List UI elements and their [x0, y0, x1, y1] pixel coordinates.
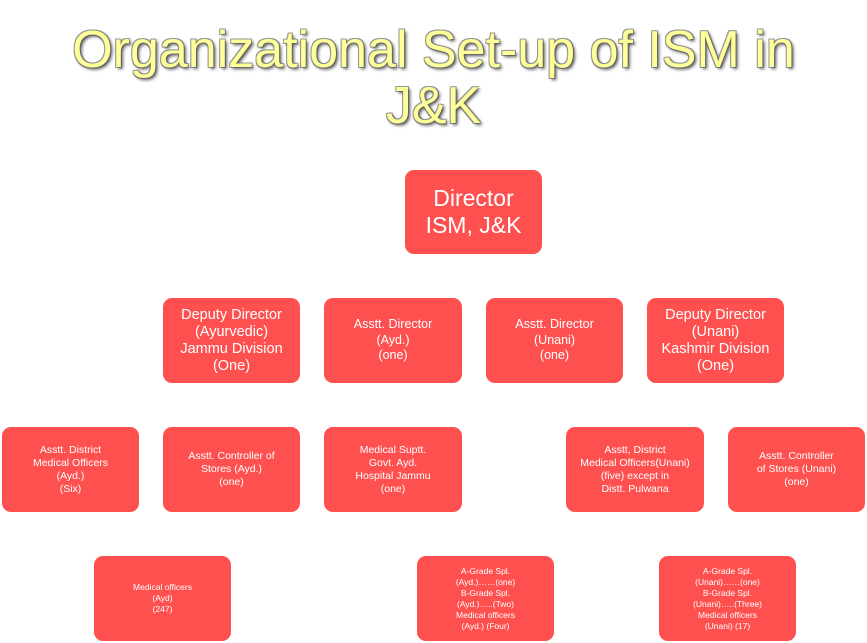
box-line: Jammu Division [180, 340, 283, 357]
box-line: (Six) [59, 482, 82, 495]
title-line-2: J&K [385, 77, 482, 135]
box-line: of Stores (Unani) [756, 463, 837, 475]
box-line: (Ayd.)…..(Two) [457, 598, 514, 609]
box-line: Medical officers [698, 609, 757, 620]
box-line: Kashmir Division [661, 340, 770, 357]
medical-officers-ayd-box: Medical officers (Ayd) (247) [94, 556, 231, 641]
medical-suptt-box: Medical Suptt. Govt. Ayd. Hospital Jammu… [324, 427, 462, 512]
box-line: Medical Officers(Unani) [580, 456, 690, 469]
box-line: B-Grade Spl. [460, 587, 511, 598]
asstt-director-unani-box: Asstt. Director (Unani) (one) [486, 298, 623, 383]
box-line: Deputy Director [181, 306, 282, 323]
asstt-director-ayd-box: Asstt. Director (Ayd.) (one) [324, 298, 462, 383]
grade-spl-unani-box: A-Grade Spl. (Unani)……(one) B-Grade Spl.… [659, 556, 796, 641]
box-line: (Unani) (17) [704, 620, 751, 631]
deputy-director-kashmir-box: Deputy Director (Unani) Kashmir Division… [647, 298, 784, 383]
box-line: (Ayd.)……(one) [455, 576, 516, 587]
box-line: Govt. Ayd. [368, 456, 418, 469]
asstt-controller-stores-ayd-box: Asstt. Controller of Stores (Ayd.) (one) [163, 427, 300, 512]
box-line: Medical Officers [32, 456, 109, 469]
box-line: (Ayd) [152, 593, 173, 603]
box-line: Deputy Director [665, 306, 766, 323]
box-line: (Unani)…..(Three) [693, 598, 762, 609]
director-box: Director ISM, J&K [405, 170, 542, 254]
box-line: (One) [696, 357, 735, 374]
box-line: ISM, J&K [425, 212, 522, 238]
box-line: (Ayd.) [56, 469, 85, 482]
box-line: (One) [212, 357, 251, 374]
box-line: (five) except in [600, 469, 670, 482]
box-line: Asstt. Controller [759, 450, 834, 462]
box-line: Asstt. Controller of [188, 450, 275, 462]
box-line: Director [433, 185, 514, 211]
box-line: (247) [152, 604, 173, 614]
box-line: (Unani) [691, 323, 740, 340]
box-line: (one) [380, 482, 406, 495]
box-line: Asstt, District [604, 443, 666, 456]
deputy-director-jammu-box: Deputy Director (Ayurvedic) Jammu Divisi… [163, 298, 300, 383]
box-line: Distt. Pulwana [601, 482, 669, 495]
box-line: Medical officers [133, 582, 192, 592]
box-line: Medical Suptt. [359, 443, 427, 456]
box-line: Asstt. District [39, 443, 102, 456]
box-line: (Unani)……(one) [695, 576, 760, 587]
title-line-1: Organizational Set-up of ISM in [72, 21, 795, 79]
page-title: Organizational Set-up of ISM in J&K [0, 22, 867, 134]
box-line: (one) [784, 476, 809, 488]
box-line: A-Grade Spl. [460, 565, 511, 576]
box-line: (Ayd.) [376, 332, 410, 347]
box-line: B-Grade Spl. [702, 587, 753, 598]
box-line: (Ayurvedic) [194, 323, 269, 340]
box-line: Asstt. Director [515, 317, 594, 332]
box-line: Medical officers [456, 609, 515, 620]
box-line: (one) [219, 476, 244, 488]
asstt-district-mo-unani-box: Asstt, District Medical Officers(Unani) … [566, 427, 704, 512]
box-line: (Ayd.) (Four) [461, 620, 510, 631]
grade-spl-ayd-box: A-Grade Spl. (Ayd.)……(one) B-Grade Spl. … [417, 556, 554, 641]
box-line: (Unani) [534, 332, 575, 347]
asstt-district-mo-ayd-box: Asstt. District Medical Officers (Ayd.) … [2, 427, 139, 512]
box-line: A-Grade Spl. [702, 565, 753, 576]
box-line: (one) [378, 348, 408, 363]
box-line: Stores (Ayd.) [200, 463, 263, 475]
box-line: Asstt. Director [353, 317, 433, 332]
box-line: (one) [539, 348, 570, 363]
box-line: Hospital Jammu [355, 469, 431, 482]
asstt-controller-stores-unani-box: Asstt. Controller of Stores (Unani) (one… [728, 427, 865, 512]
